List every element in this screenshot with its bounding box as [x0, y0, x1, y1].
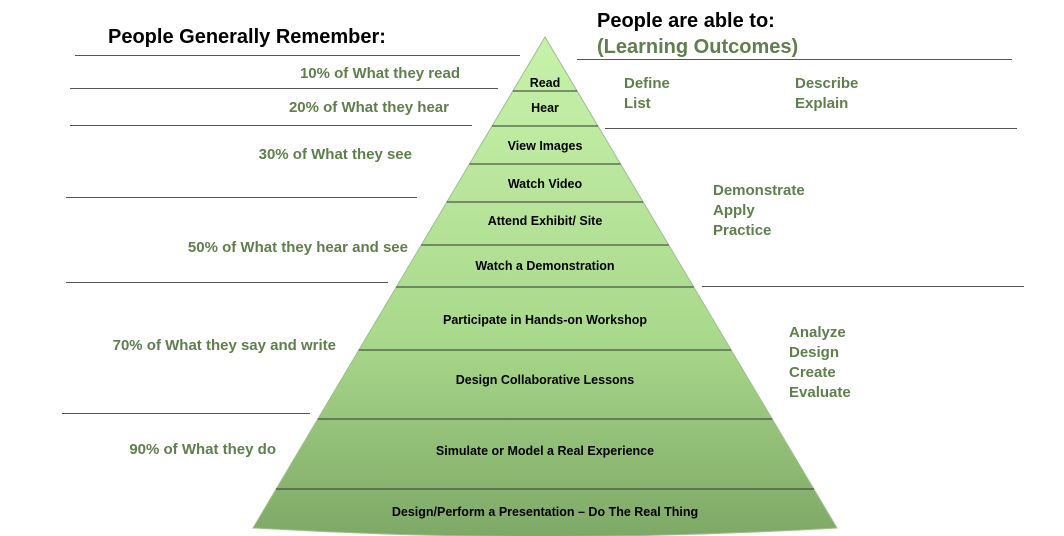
pyramid-level-label: Watch a Demonstration	[475, 259, 614, 273]
divider-line	[70, 125, 472, 126]
pyramid-level-label: Design/Perform a Presentation – Do The R…	[392, 505, 698, 519]
pyramid-level-label: Simulate or Model a Real Experience	[436, 444, 654, 458]
outcome-analyze: Analyze	[789, 324, 846, 341]
left-heading: People Generally Remember:	[108, 26, 386, 48]
outcome-practice: Practice	[713, 222, 772, 239]
remember-hear-see: 50% of What they hear and see	[187, 239, 408, 256]
outcome-demonstrate: Demonstrate	[713, 182, 805, 199]
outcome-list: List	[624, 95, 651, 112]
remember-read: 10% of What they read	[299, 65, 460, 82]
remember-hear: 20% of What they hear	[288, 99, 449, 116]
outcome-apply: Apply	[713, 202, 755, 219]
remember-see: 30% of What they see	[258, 146, 412, 163]
outcome-explain: Explain	[795, 95, 849, 112]
outcomes-group2: Demonstrate Apply Practice	[713, 181, 805, 241]
divider-line	[66, 197, 417, 198]
divider-line	[577, 59, 1012, 60]
outcome-define: Define	[624, 75, 670, 92]
pyramid-level-label: Hear	[531, 101, 559, 115]
divider-line	[66, 282, 388, 283]
pyramid-level-label: Attend Exhibit/ Site	[488, 214, 603, 228]
divider-line	[605, 128, 1017, 129]
pyramid-level-label: Watch Video	[508, 177, 583, 191]
pyramid-level-label: Participate in Hands-on Workshop	[443, 313, 647, 327]
divider-line	[702, 286, 1024, 287]
outcomes-group1-col2: Describe Explain	[795, 74, 858, 114]
right-subheading: (Learning Outcomes)	[597, 36, 799, 58]
outcome-evaluate: Evaluate	[789, 384, 851, 401]
outcome-describe: Describe	[795, 75, 859, 92]
pyramid-level-label: View Images	[508, 139, 583, 153]
pyramid-level-label: Design Collaborative Lessons	[456, 373, 635, 387]
right-heading: People are able to:	[597, 10, 775, 32]
outcomes-group1-col1: Define List	[624, 74, 670, 114]
outcome-create: Create	[789, 364, 836, 381]
divider-line	[62, 413, 310, 414]
outcomes-group3: Analyze Design Create Evaluate	[789, 323, 851, 403]
divider-line	[75, 55, 520, 56]
outcome-design: Design	[789, 344, 840, 361]
remember-say-write: 70% of What they say and write	[112, 337, 336, 354]
remember-do: 90% of What they do	[129, 441, 276, 458]
pyramid-level-label: Read	[530, 76, 561, 90]
divider-line	[70, 88, 498, 89]
